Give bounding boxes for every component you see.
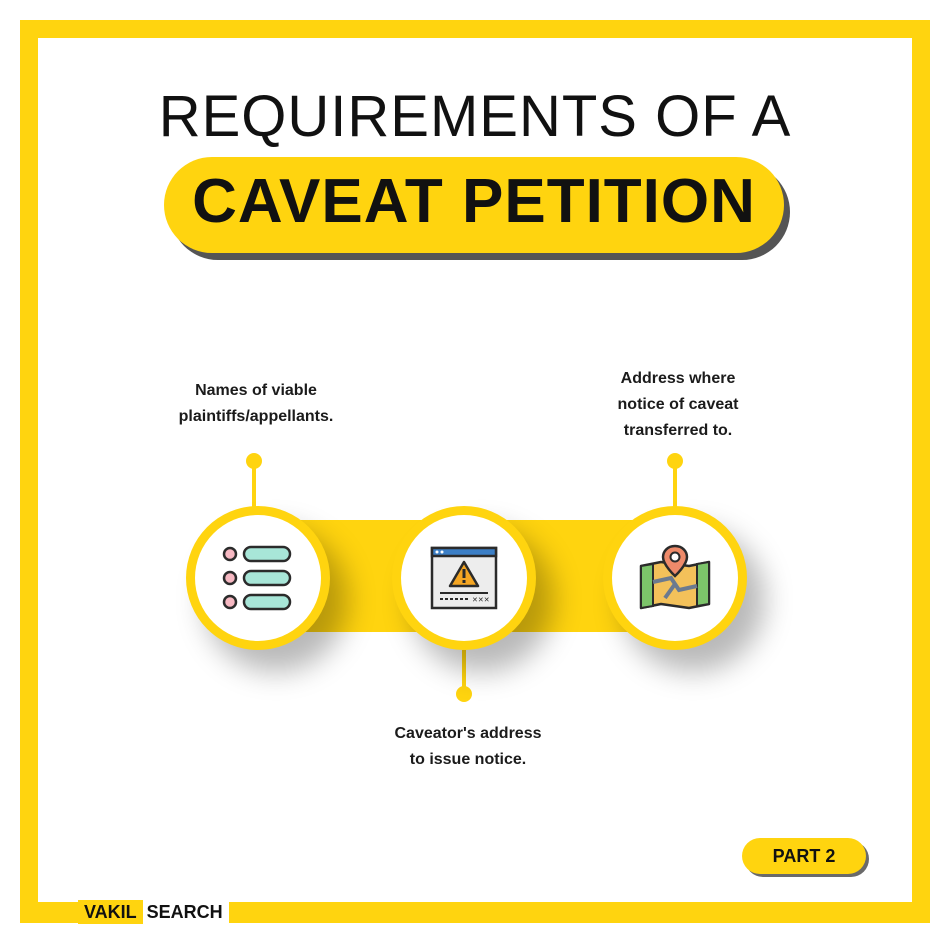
step1-label: Names of viable plaintiffs/appellants. (156, 378, 356, 430)
step2-label-line1: Caveator's address (394, 725, 542, 742)
map-pin-icon (639, 544, 711, 610)
step3-connector (673, 468, 677, 510)
step3-circle (603, 506, 747, 650)
warning-window-icon: ✕✕✕ (430, 546, 498, 610)
step3-label-line1: Address where (620, 370, 736, 387)
step1-dot (246, 453, 262, 469)
step2-circle: ✕✕✕ (392, 506, 536, 650)
svg-text:✕✕✕: ✕✕✕ (472, 596, 490, 604)
brand-logo-part2: SEARCH (142, 900, 229, 924)
step3-label-line2: notice of caveat (617, 396, 739, 413)
part-badge: PART 2 (742, 838, 866, 874)
title-pill (164, 157, 784, 253)
step2-label-line2: to issue notice. (409, 751, 527, 768)
step1-label-line2: plaintiffs/appellants. (178, 408, 334, 425)
list-icon (222, 545, 292, 611)
step1-circle-inner (195, 515, 321, 641)
step3-dot (667, 453, 683, 469)
step3-label: Address where notice of caveat transferr… (578, 366, 778, 444)
title-line2: CAVEAT PETITION (192, 167, 756, 236)
title-line1: REQUIREMENTS OF A (158, 84, 792, 149)
step2-circle-inner: ✕✕✕ (401, 515, 527, 641)
step1-circle (186, 506, 330, 650)
step3-circle-inner (612, 515, 738, 641)
step1-connector (252, 468, 256, 510)
step2-dot (456, 686, 472, 702)
brand-logo: VAKIL SEARCH (78, 900, 229, 924)
step2-connector (462, 650, 466, 690)
step2-label: Caveator's address to issue notice. (368, 721, 568, 773)
step1-label-line1: Names of viable (195, 382, 317, 399)
step3-label-line3: transferred to. (623, 422, 733, 439)
brand-logo-part1: VAKIL (78, 900, 143, 924)
